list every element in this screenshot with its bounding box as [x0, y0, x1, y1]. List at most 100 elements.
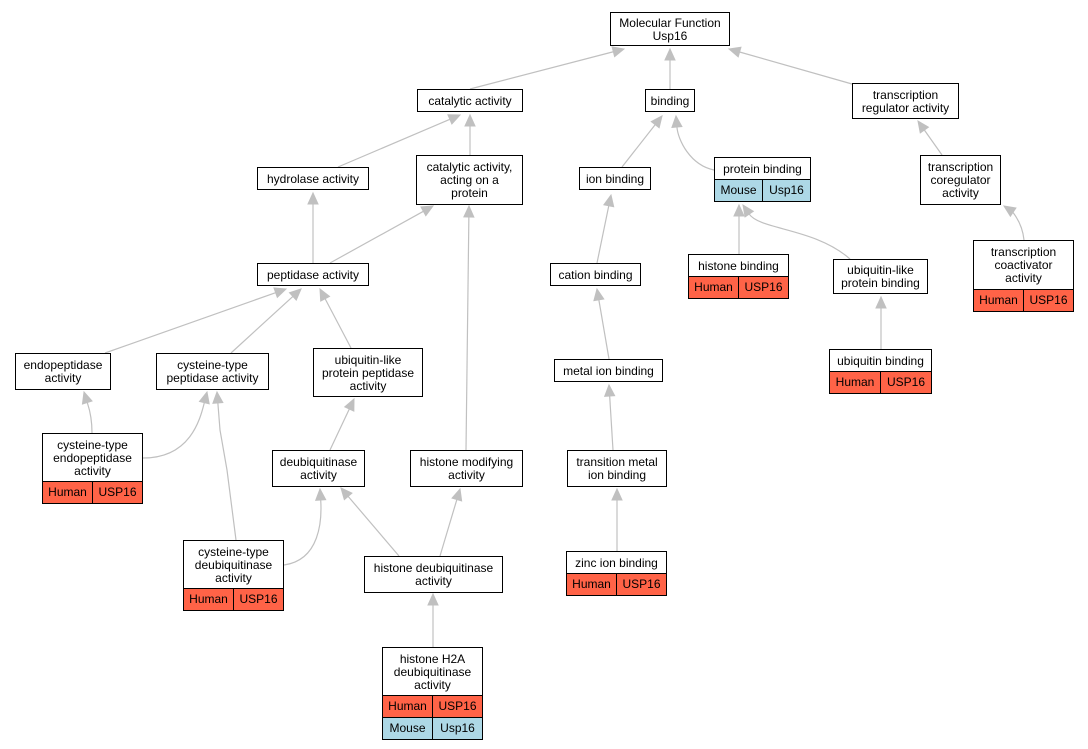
- annotation-species: Human: [689, 277, 738, 298]
- go-term-label: histone binding: [698, 258, 779, 273]
- annotation-species: Mouse: [715, 180, 762, 201]
- annotation-gene: USP16: [616, 574, 666, 595]
- go-term-histdeubi: histone deubiquitinase activity: [364, 556, 503, 593]
- arrowhead-icon: [1002, 205, 1017, 218]
- arrowhead-icon: [340, 487, 353, 501]
- arrowhead-icon: [611, 46, 626, 58]
- edge-cysdeubi-to-deubi: [283, 499, 322, 566]
- go-term-label: ion binding: [585, 171, 645, 186]
- edge-transmet-to-metalb: [609, 395, 614, 451]
- arrowhead-icon: [650, 115, 663, 129]
- annotation-species: Mouse: [383, 718, 432, 739]
- arrowhead-icon: [603, 193, 615, 208]
- edge-ublpp-to-pept: [324, 298, 352, 349]
- annotation-gene: USP16: [233, 589, 283, 610]
- edge-tra-to-mf: [739, 51, 853, 85]
- go-term-label: cysteine-type deubiquitinase activity: [194, 544, 273, 585]
- go-term-tra: transcription regulator activity: [852, 83, 959, 119]
- arrowhead-icon: [343, 397, 355, 412]
- arrowhead-icon: [671, 114, 683, 128]
- go-term-catalytic: catalytic activity: [417, 89, 523, 112]
- go-term-ublpb: ubiquitin-like protein binding: [833, 259, 928, 294]
- annotation-species: Human: [184, 589, 233, 610]
- edge-tcoa-to-tcra: [1012, 211, 1025, 241]
- edge-histmod-to-cap: [465, 216, 470, 451]
- arrowhead-icon: [463, 204, 475, 218]
- edge-ublpb-to-protb: [748, 213, 851, 260]
- annotation-species: Human: [567, 574, 616, 595]
- go-term-transmet: transition metal ion binding: [567, 450, 667, 487]
- arrowhead-icon: [875, 295, 887, 309]
- go-term-endop: endopeptidase activity: [15, 353, 111, 390]
- go-term-label: catalytic activity, acting on a protein: [426, 160, 513, 200]
- edge-metalb-to-catb: [598, 299, 610, 360]
- annotation-gene: USP16: [880, 372, 931, 393]
- annotation-species: Human: [830, 372, 880, 393]
- go-term-label: transcription coregulator activity: [927, 160, 994, 200]
- go-term-metalb: metal ion binding: [554, 359, 663, 382]
- edge-deubi-to-ublpp: [329, 408, 350, 451]
- go-term-hydrolase: hydrolase activity: [257, 167, 369, 190]
- edge-cysdeubi-to-cyspep: [217, 402, 237, 541]
- annotation-gene: USP16: [432, 696, 482, 717]
- edge-ionb-to-binding: [621, 124, 656, 168]
- go-term-label: endopeptidase activity: [23, 358, 103, 385]
- go-term-label: ubiquitin-like protein peptidase activit…: [321, 352, 415, 393]
- annotation-species: Human: [383, 696, 432, 717]
- go-term-label: transition metal ion binding: [576, 455, 658, 482]
- go-term-mf: Molecular Function Usp16: [610, 12, 730, 46]
- arrowhead-icon: [288, 288, 302, 302]
- arrowhead-icon: [273, 287, 288, 299]
- arrowhead-icon: [319, 287, 331, 302]
- arrowhead-icon: [314, 487, 327, 501]
- go-term-histmod: histone modifying activity: [410, 450, 523, 487]
- go-term-label: deubiquitinase activity: [279, 455, 358, 482]
- go-term-ionb: ion binding: [579, 167, 651, 190]
- go-term-label: histone deubiquitinase activity: [373, 561, 494, 588]
- go-term-label: Molecular Function Usp16: [619, 15, 721, 43]
- go-term-label: cysteine-type endopeptidase activity: [53, 437, 132, 478]
- edge-histdeubi-to-histmod: [439, 499, 458, 557]
- arrowhead-icon: [447, 114, 462, 125]
- arrowhead-icon: [451, 487, 463, 502]
- go-term-cyspep: cysteine-type peptidase activity: [156, 353, 269, 390]
- annotation-species: Human: [974, 290, 1023, 311]
- go-term-pept: peptidase activity: [257, 263, 369, 286]
- arrowhead-icon: [198, 390, 210, 405]
- arrowhead-icon: [427, 592, 439, 606]
- go-term-label: metal ion binding: [563, 363, 654, 378]
- edge-catalytic-to-mf: [469, 51, 614, 90]
- arrowhead-icon: [742, 204, 755, 218]
- go-term-binding: binding: [645, 89, 695, 112]
- go-term-label: binding: [650, 93, 690, 108]
- arrowhead-icon: [733, 203, 745, 217]
- go-term-cap: catalytic activity, acting on a protein: [416, 155, 523, 205]
- arrowhead-icon: [593, 287, 605, 302]
- go-term-label: histone modifying activity: [419, 455, 514, 482]
- edge-endop-to-pept: [104, 292, 276, 354]
- go-term-label: hydrolase activity: [266, 171, 360, 186]
- go-term-ublpp: ubiquitin-like protein peptidase activit…: [313, 348, 423, 397]
- go-term-label: transcription coactivator activity: [990, 245, 1057, 285]
- arrowhead-icon: [727, 46, 742, 58]
- go-term-label: peptidase activity: [266, 267, 360, 282]
- go-term-deubi: deubiquitinase activity: [272, 450, 365, 487]
- edge-protb-to-binding: [676, 126, 715, 171]
- go-term-label: catalytic activity: [428, 93, 512, 108]
- arrowhead-icon: [917, 120, 930, 134]
